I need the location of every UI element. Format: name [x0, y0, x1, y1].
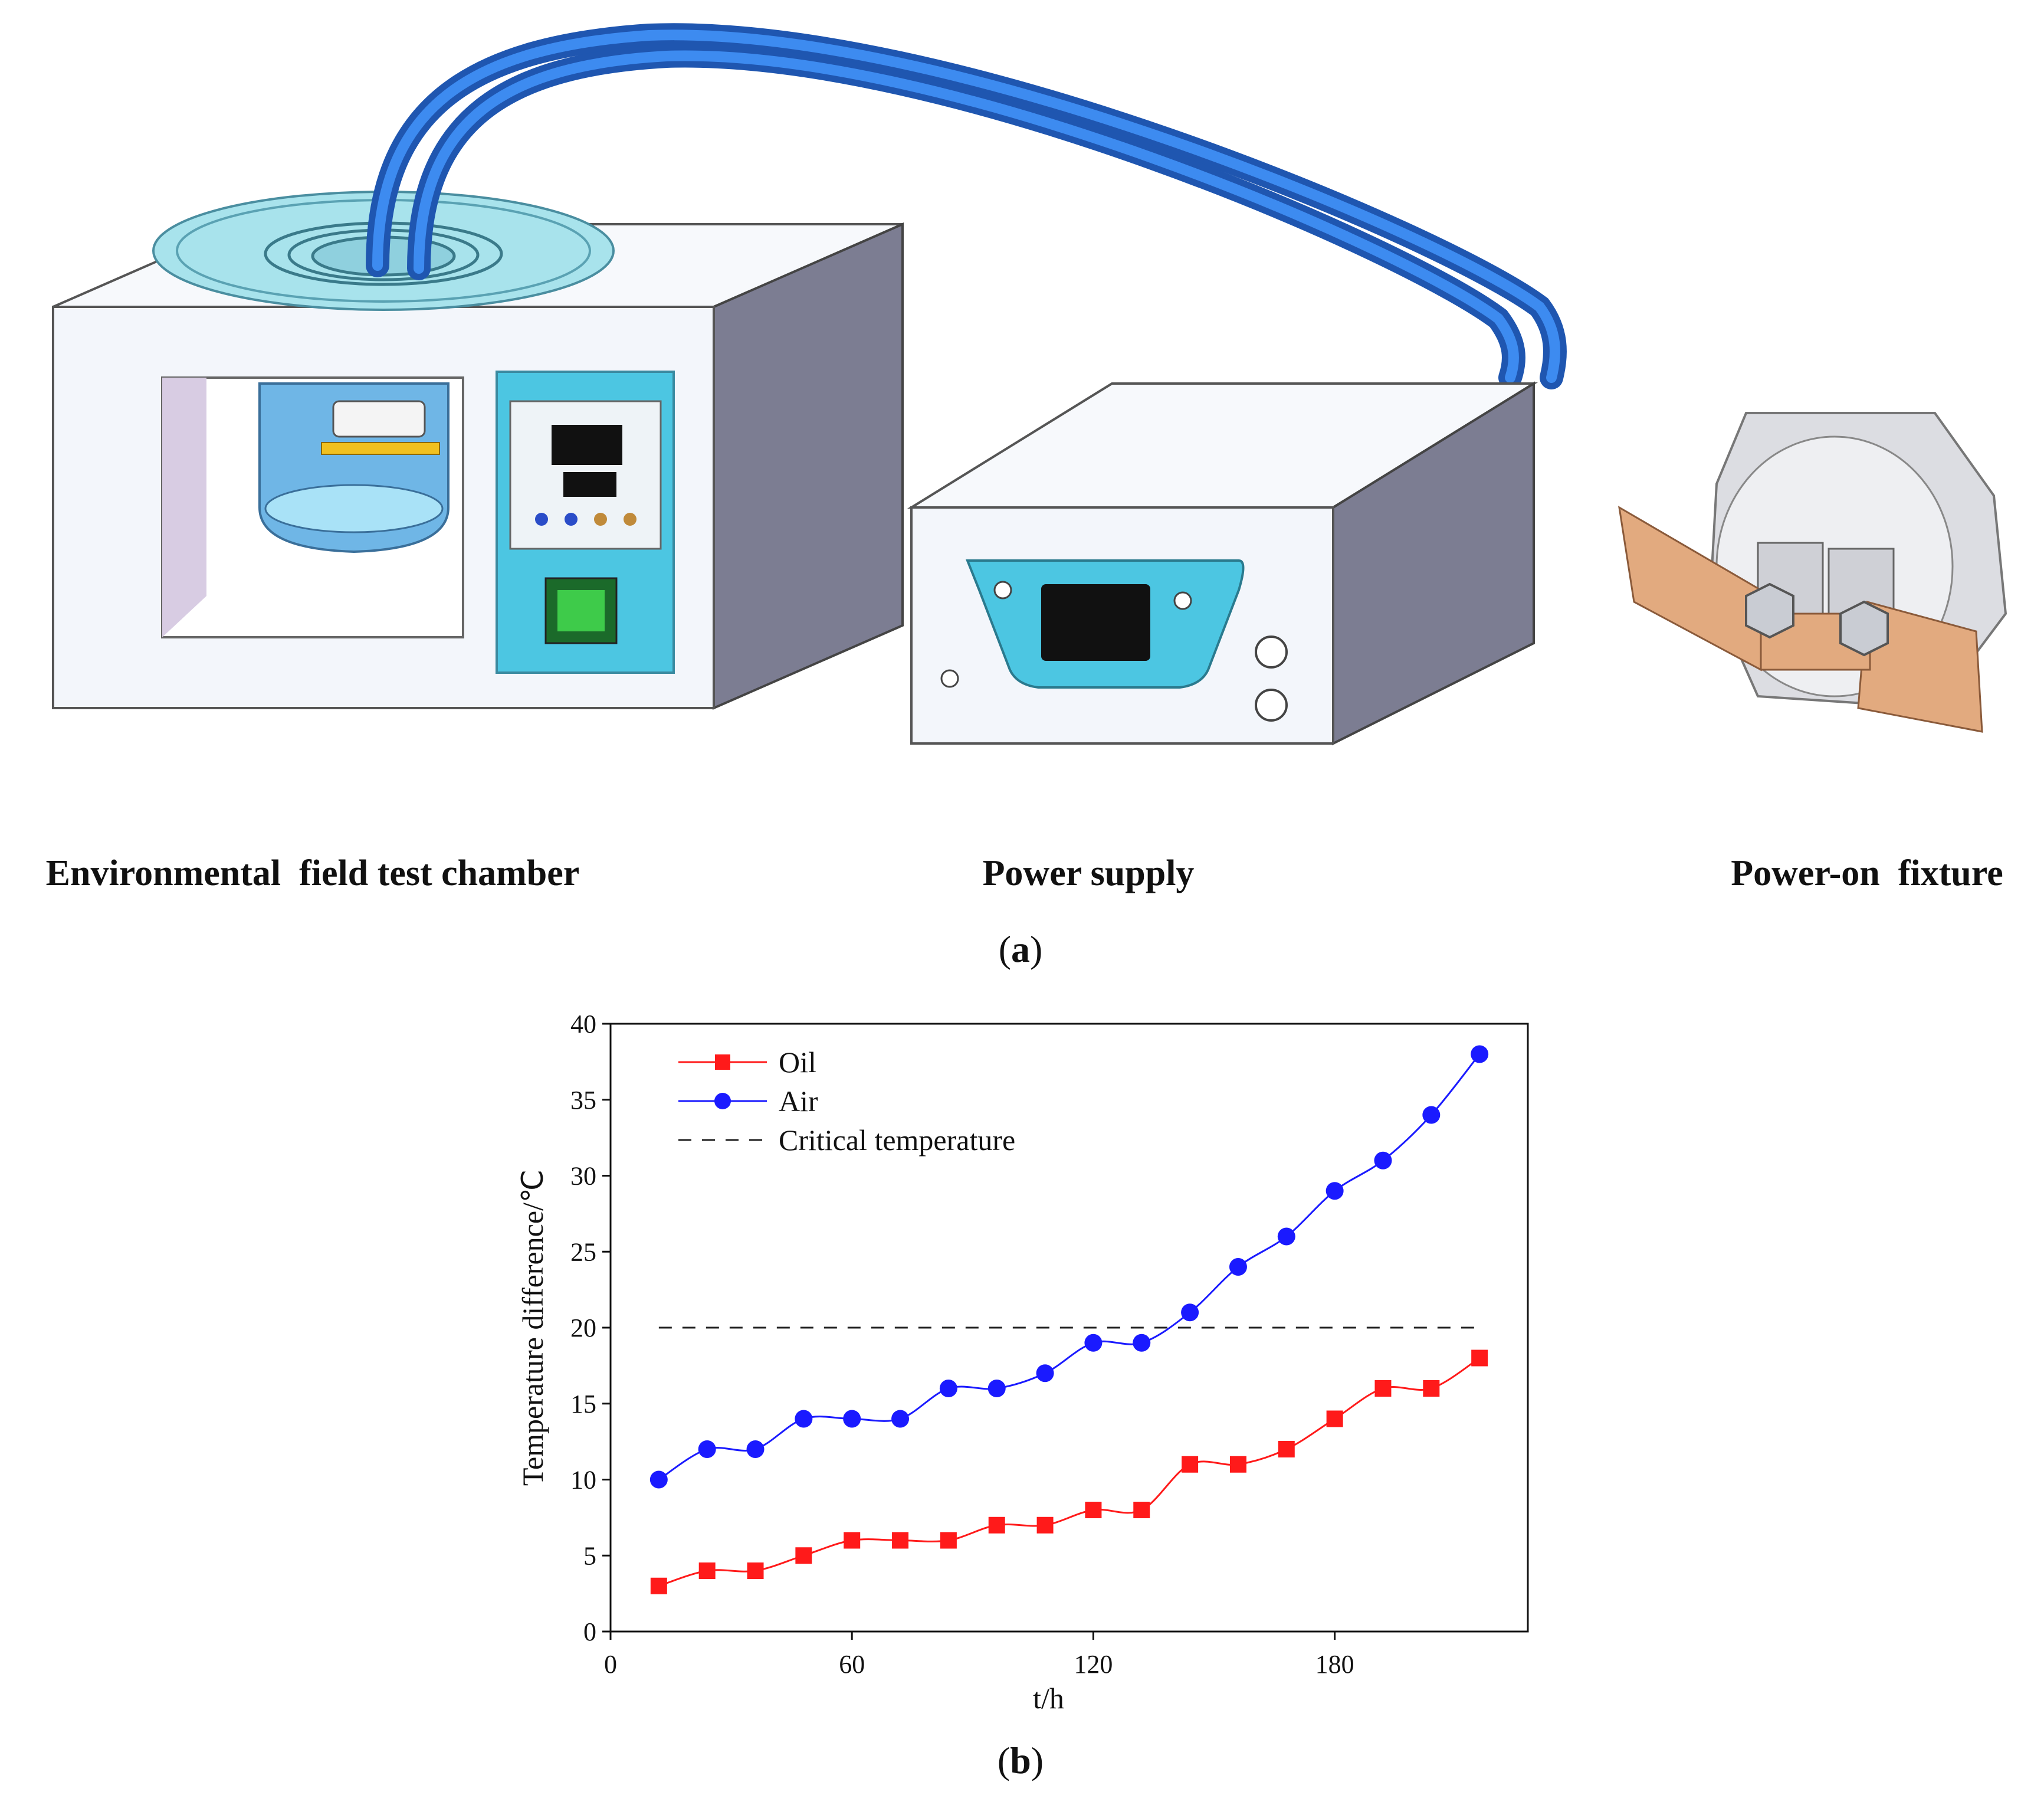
oil-series-line [658, 1357, 1480, 1587]
svg-text:(b): (b) [998, 1740, 1044, 1781]
air-series-line [658, 1053, 1481, 1480]
x-tick-label: 0 [604, 1650, 617, 1679]
legend-air-label: Air [779, 1085, 818, 1118]
air-data-point [1374, 1151, 1392, 1170]
svg-text:(a): (a) [999, 928, 1043, 970]
oil-data-point [1278, 1441, 1295, 1457]
oil-data-point [1423, 1380, 1440, 1397]
oil-data-point [1326, 1410, 1343, 1427]
y-tick-label: 10 [570, 1466, 596, 1495]
air-data-point [891, 1410, 910, 1428]
oil-data-point [940, 1532, 957, 1549]
y-tick-label: 20 [570, 1313, 596, 1342]
air-data-point [1277, 1227, 1295, 1246]
air-data-point [698, 1440, 716, 1458]
air-data-point [843, 1410, 861, 1428]
y-tick-label: 25 [570, 1237, 596, 1266]
air-data-point [1181, 1303, 1199, 1322]
y-tick-label: 40 [570, 1010, 596, 1039]
air-data-point [1471, 1045, 1489, 1063]
oil-data-point [650, 1577, 667, 1594]
legend-air-marker [714, 1093, 731, 1109]
air-data-point [1229, 1258, 1247, 1276]
oil-data-point [795, 1547, 812, 1564]
panel-a-tag: (a) [999, 928, 1043, 970]
label-fixture: Power-on fixture [1731, 853, 2003, 893]
air-data-point [1326, 1182, 1344, 1200]
cable-bundle [366, 23, 1567, 389]
air-data-point [649, 1470, 668, 1489]
temperature-chart: 0 5 10 15 20 25 30 35 40 0 60 120 180 t/h Temperature … [516, 1010, 1529, 1715]
air-data-point [795, 1410, 813, 1428]
air-data-point [939, 1380, 957, 1397]
power-on-fixture [1618, 412, 2007, 733]
label-power-supply: Power supply [983, 853, 1195, 893]
oil-data-point [1133, 1502, 1150, 1518]
legend-oil-label: Oil [779, 1046, 816, 1079]
y-tick-label: 15 [570, 1390, 596, 1419]
y-axis-title: Temperature difference/℃ [516, 1170, 549, 1486]
y-tick-label: 30 [570, 1162, 596, 1191]
oil-data-point [1036, 1516, 1054, 1534]
x-axis-title: t/h [1033, 1682, 1064, 1715]
air-data-point [987, 1380, 1006, 1397]
power-supply-unit [907, 381, 1538, 746]
air-data-point [1422, 1106, 1441, 1124]
oil-data-point [747, 1562, 764, 1579]
label-chamber: Environmental field test chamber [46, 853, 580, 893]
equipment-illustration: Environmental field test chamber Power s… [46, 23, 2007, 893]
panel-b-tag: (b) [998, 1740, 1044, 1781]
oil-data-point [1182, 1456, 1199, 1473]
panel-b-letter: b [1010, 1740, 1031, 1781]
air-data-point [746, 1440, 765, 1458]
y-tick-label: 5 [583, 1541, 596, 1570]
oil-data-point [844, 1532, 861, 1549]
oil-data-point [1085, 1502, 1102, 1518]
x-tick-label: 120 [1074, 1650, 1113, 1679]
air-data-point [1133, 1334, 1151, 1352]
oil-data-point [1229, 1456, 1246, 1473]
test-chamber [52, 191, 904, 710]
y-tick-label: 35 [570, 1086, 596, 1115]
oil-data-point [892, 1532, 909, 1549]
legend-oil-marker [715, 1054, 730, 1070]
oil-data-point [698, 1562, 716, 1579]
panel-a-letter: a [1011, 928, 1030, 970]
oil-data-point [1471, 1349, 1488, 1367]
air-data-point [1084, 1334, 1103, 1352]
oil-data-point [1374, 1380, 1392, 1397]
y-tick-label: 0 [583, 1617, 596, 1646]
air-data-point [1036, 1364, 1054, 1383]
x-tick-label: 60 [839, 1650, 865, 1679]
oil-data-point [988, 1516, 1005, 1534]
legend-critical-label: Critical temperature [779, 1123, 1015, 1157]
x-tick-label: 180 [1315, 1650, 1354, 1679]
